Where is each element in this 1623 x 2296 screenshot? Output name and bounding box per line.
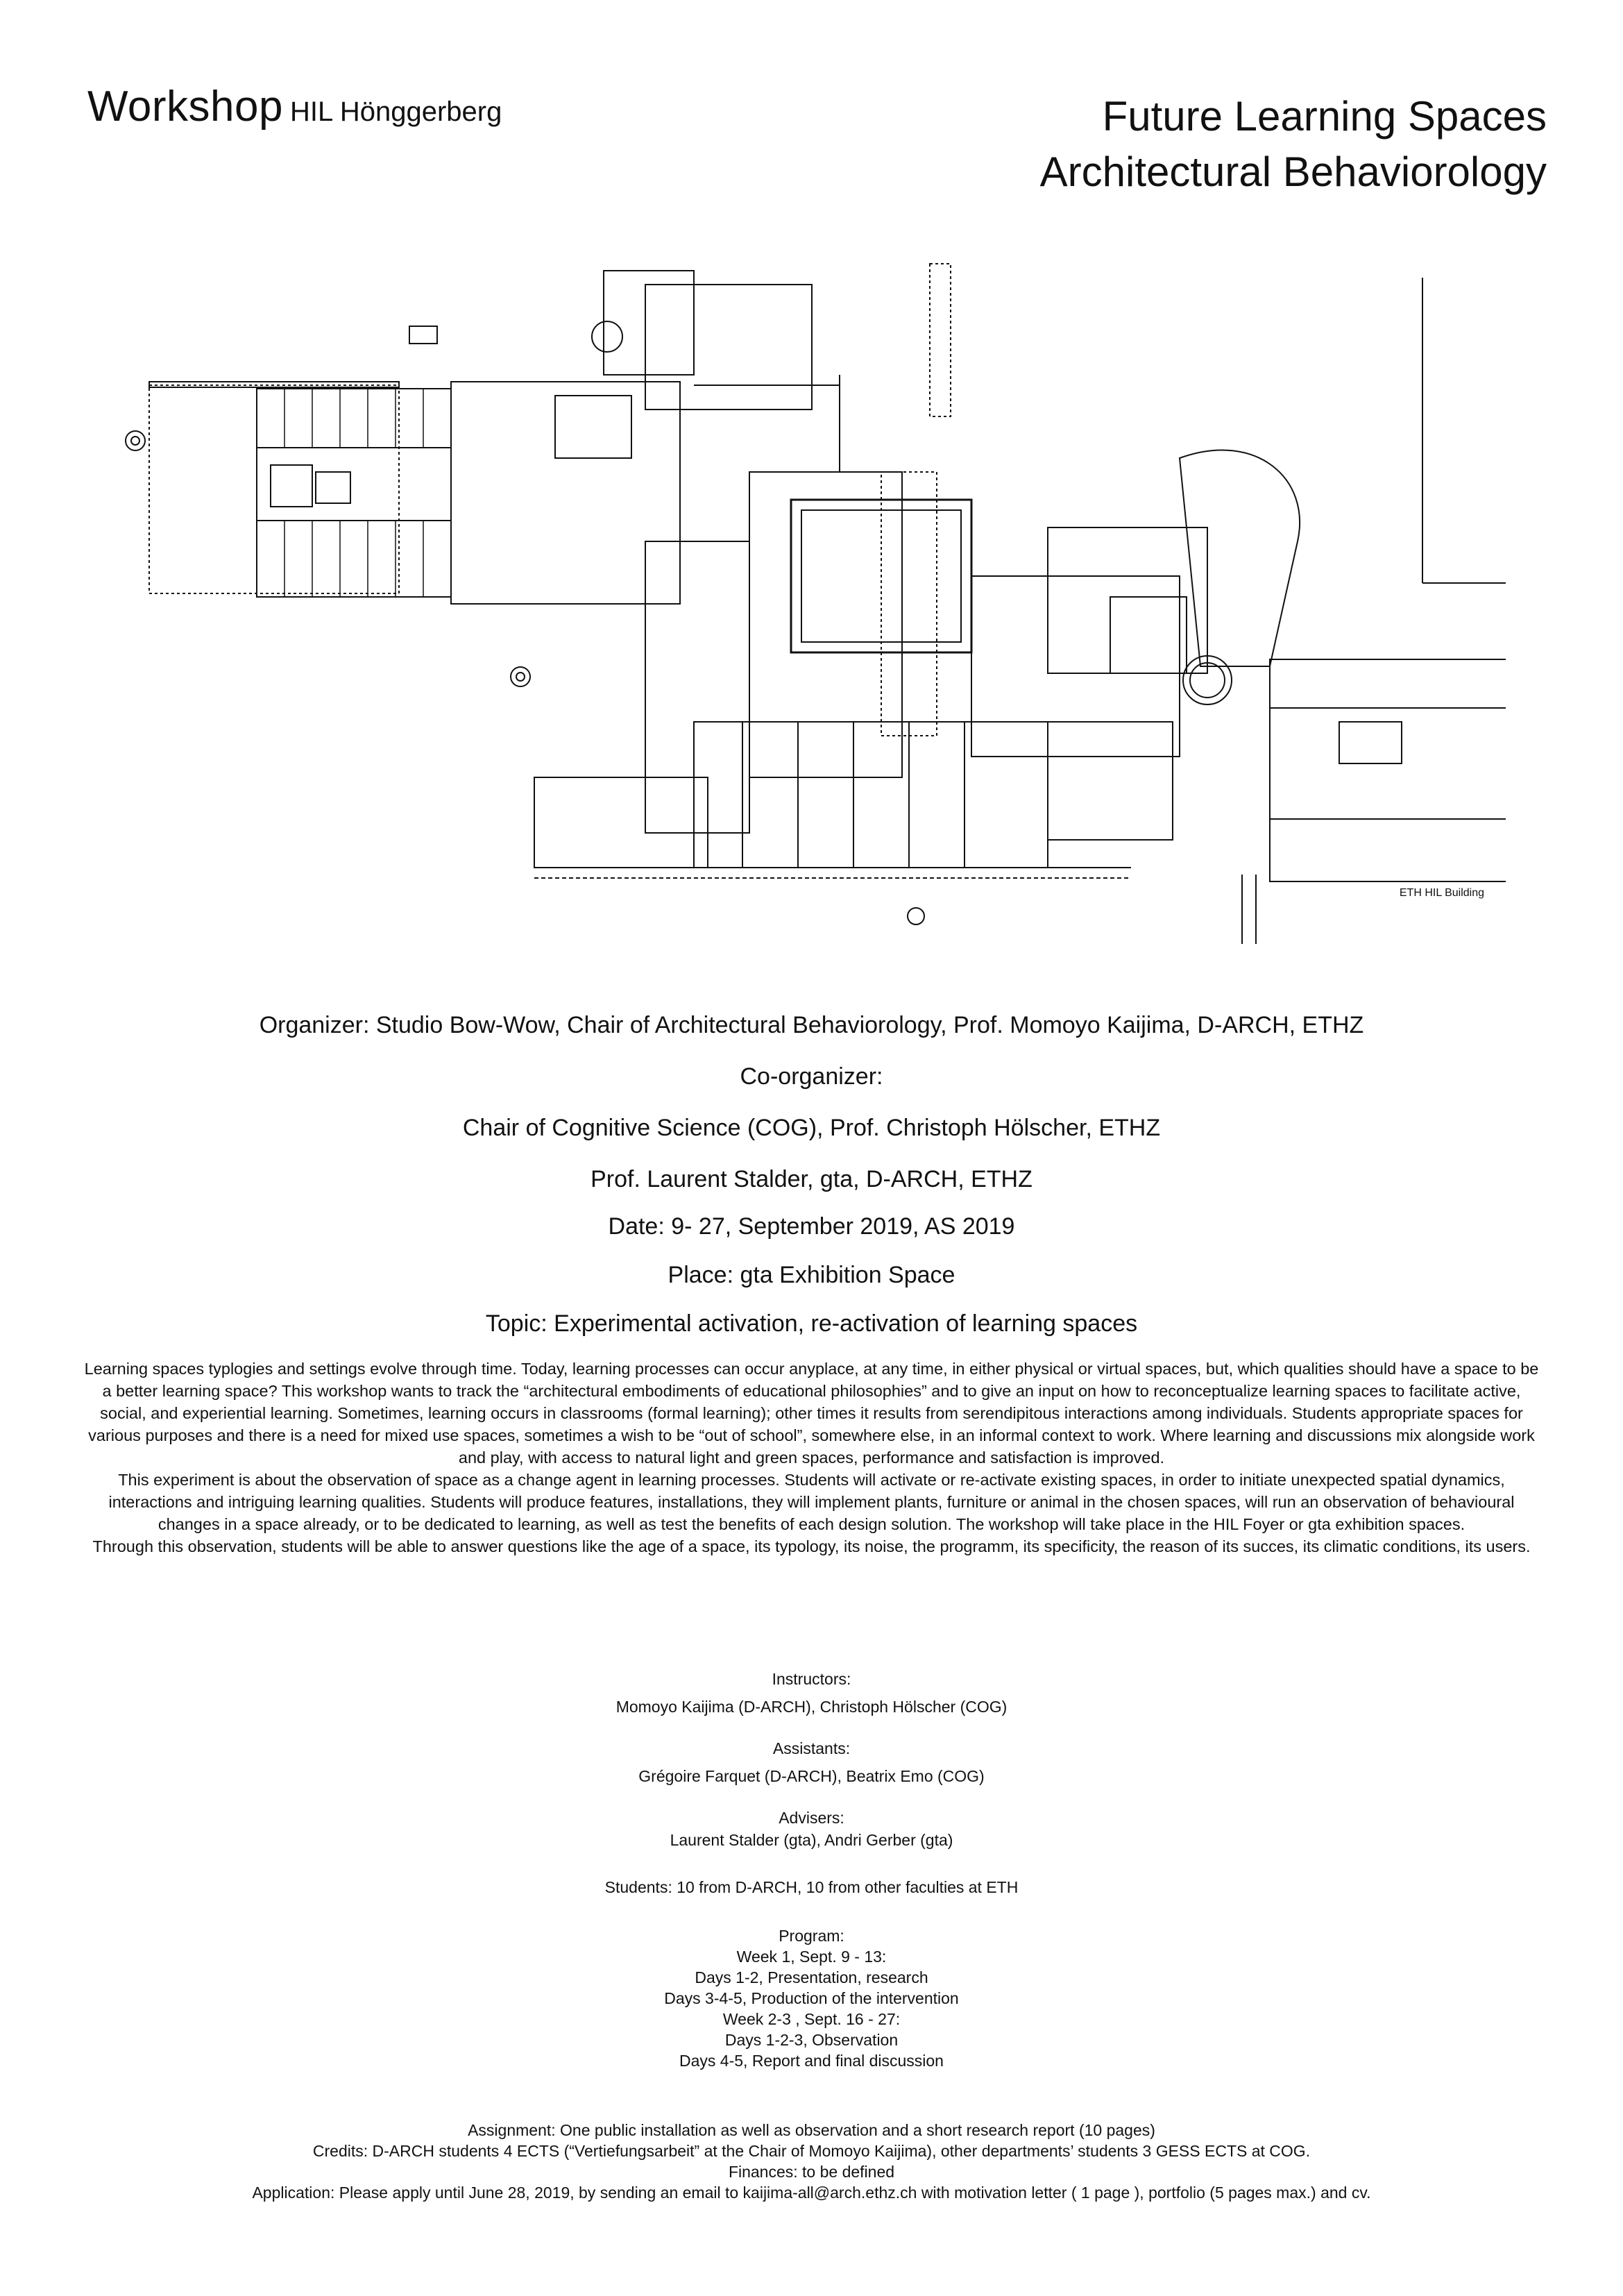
application: Application: Please apply until June 28,… [252, 2184, 1371, 2202]
location-label: HIL Hönggerberg [289, 96, 502, 127]
coorganizer-2: Prof. Laurent Stalder, gta, D-ARCH, ETHZ [590, 1166, 1033, 1192]
coorganizer-label: Co-organizer: [740, 1063, 883, 1090]
topic: Topic: Experimental activation, re-activ… [485, 1310, 1138, 1337]
description: Learning spaces typlogies and settings e… [83, 1358, 1540, 1558]
workshop-label: Workshop [87, 83, 283, 130]
description-para-2: This experiment is about the observation… [108, 1471, 1515, 1533]
title-line-2: Architectural Behaviorology [1039, 149, 1547, 195]
advisers: Laurent Stalder (gta), Andri Gerber (gta… [670, 1831, 953, 1849]
program-line: Days 4-5, Report and final discussion [679, 2052, 944, 2070]
program-line: Days 3-4-5, Production of the interventi… [664, 1989, 959, 2007]
program-line: Week 1, Sept. 9 - 13: [736, 1948, 887, 1966]
organizer: Organizer: Studio Bow-Wow, Chair of Arch… [259, 1012, 1364, 1038]
instructors: Momoyo Kaijima (D-ARCH), Christoph Hölsc… [615, 1698, 1008, 1716]
coorganizer-1: Chair of Cognitive Science (COG), Prof. … [462, 1115, 1161, 1141]
header-right: Future Learning Spaces Architectural Beh… [1040, 89, 1547, 200]
students: Students: 10 from D-ARCH, 10 from other … [604, 1878, 1019, 1896]
floor-plan [125, 263, 1506, 944]
description-para-1: Learning spaces typlogies and settings e… [84, 1360, 1539, 1467]
program: Program: Week 1, Sept. 9 - 13: Days 1-2,… [0, 1925, 1623, 2071]
plan-caption: ETH HIL Building [1399, 887, 1484, 899]
finances: Finances: to be defined [728, 2163, 895, 2181]
footer: Assignment: One public installation as w… [0, 2120, 1623, 2203]
assistants: Grégoire Farquet (D-ARCH), Beatrix Emo (… [638, 1767, 985, 1785]
assistants-label: Assistants: [772, 1739, 851, 1757]
date: Date: 9- 27, September 2019, AS 2019 [608, 1213, 1015, 1240]
description-para-3: Through this observation, students will … [92, 1537, 1531, 1555]
assignment: Assignment: One public installation as w… [468, 2121, 1155, 2139]
title-line-1: Future Learning Spaces [1102, 93, 1547, 140]
program-line: Week 2-3 , Sept. 16 - 27: [722, 2010, 901, 2028]
credits: Credits: D-ARCH students 4 ECTS (“Vertie… [312, 2142, 1311, 2160]
program-line: Days 1-2-3, Observation [724, 2031, 899, 2049]
advisers-label: Advisers: [779, 1809, 844, 1827]
program-label: Program: [779, 1927, 844, 1945]
instructors-label: Instructors: [772, 1670, 851, 1688]
place: Place: gta Exhibition Space [668, 1262, 955, 1288]
program-line: Days 1-2, Presentation, research [695, 1968, 928, 1986]
